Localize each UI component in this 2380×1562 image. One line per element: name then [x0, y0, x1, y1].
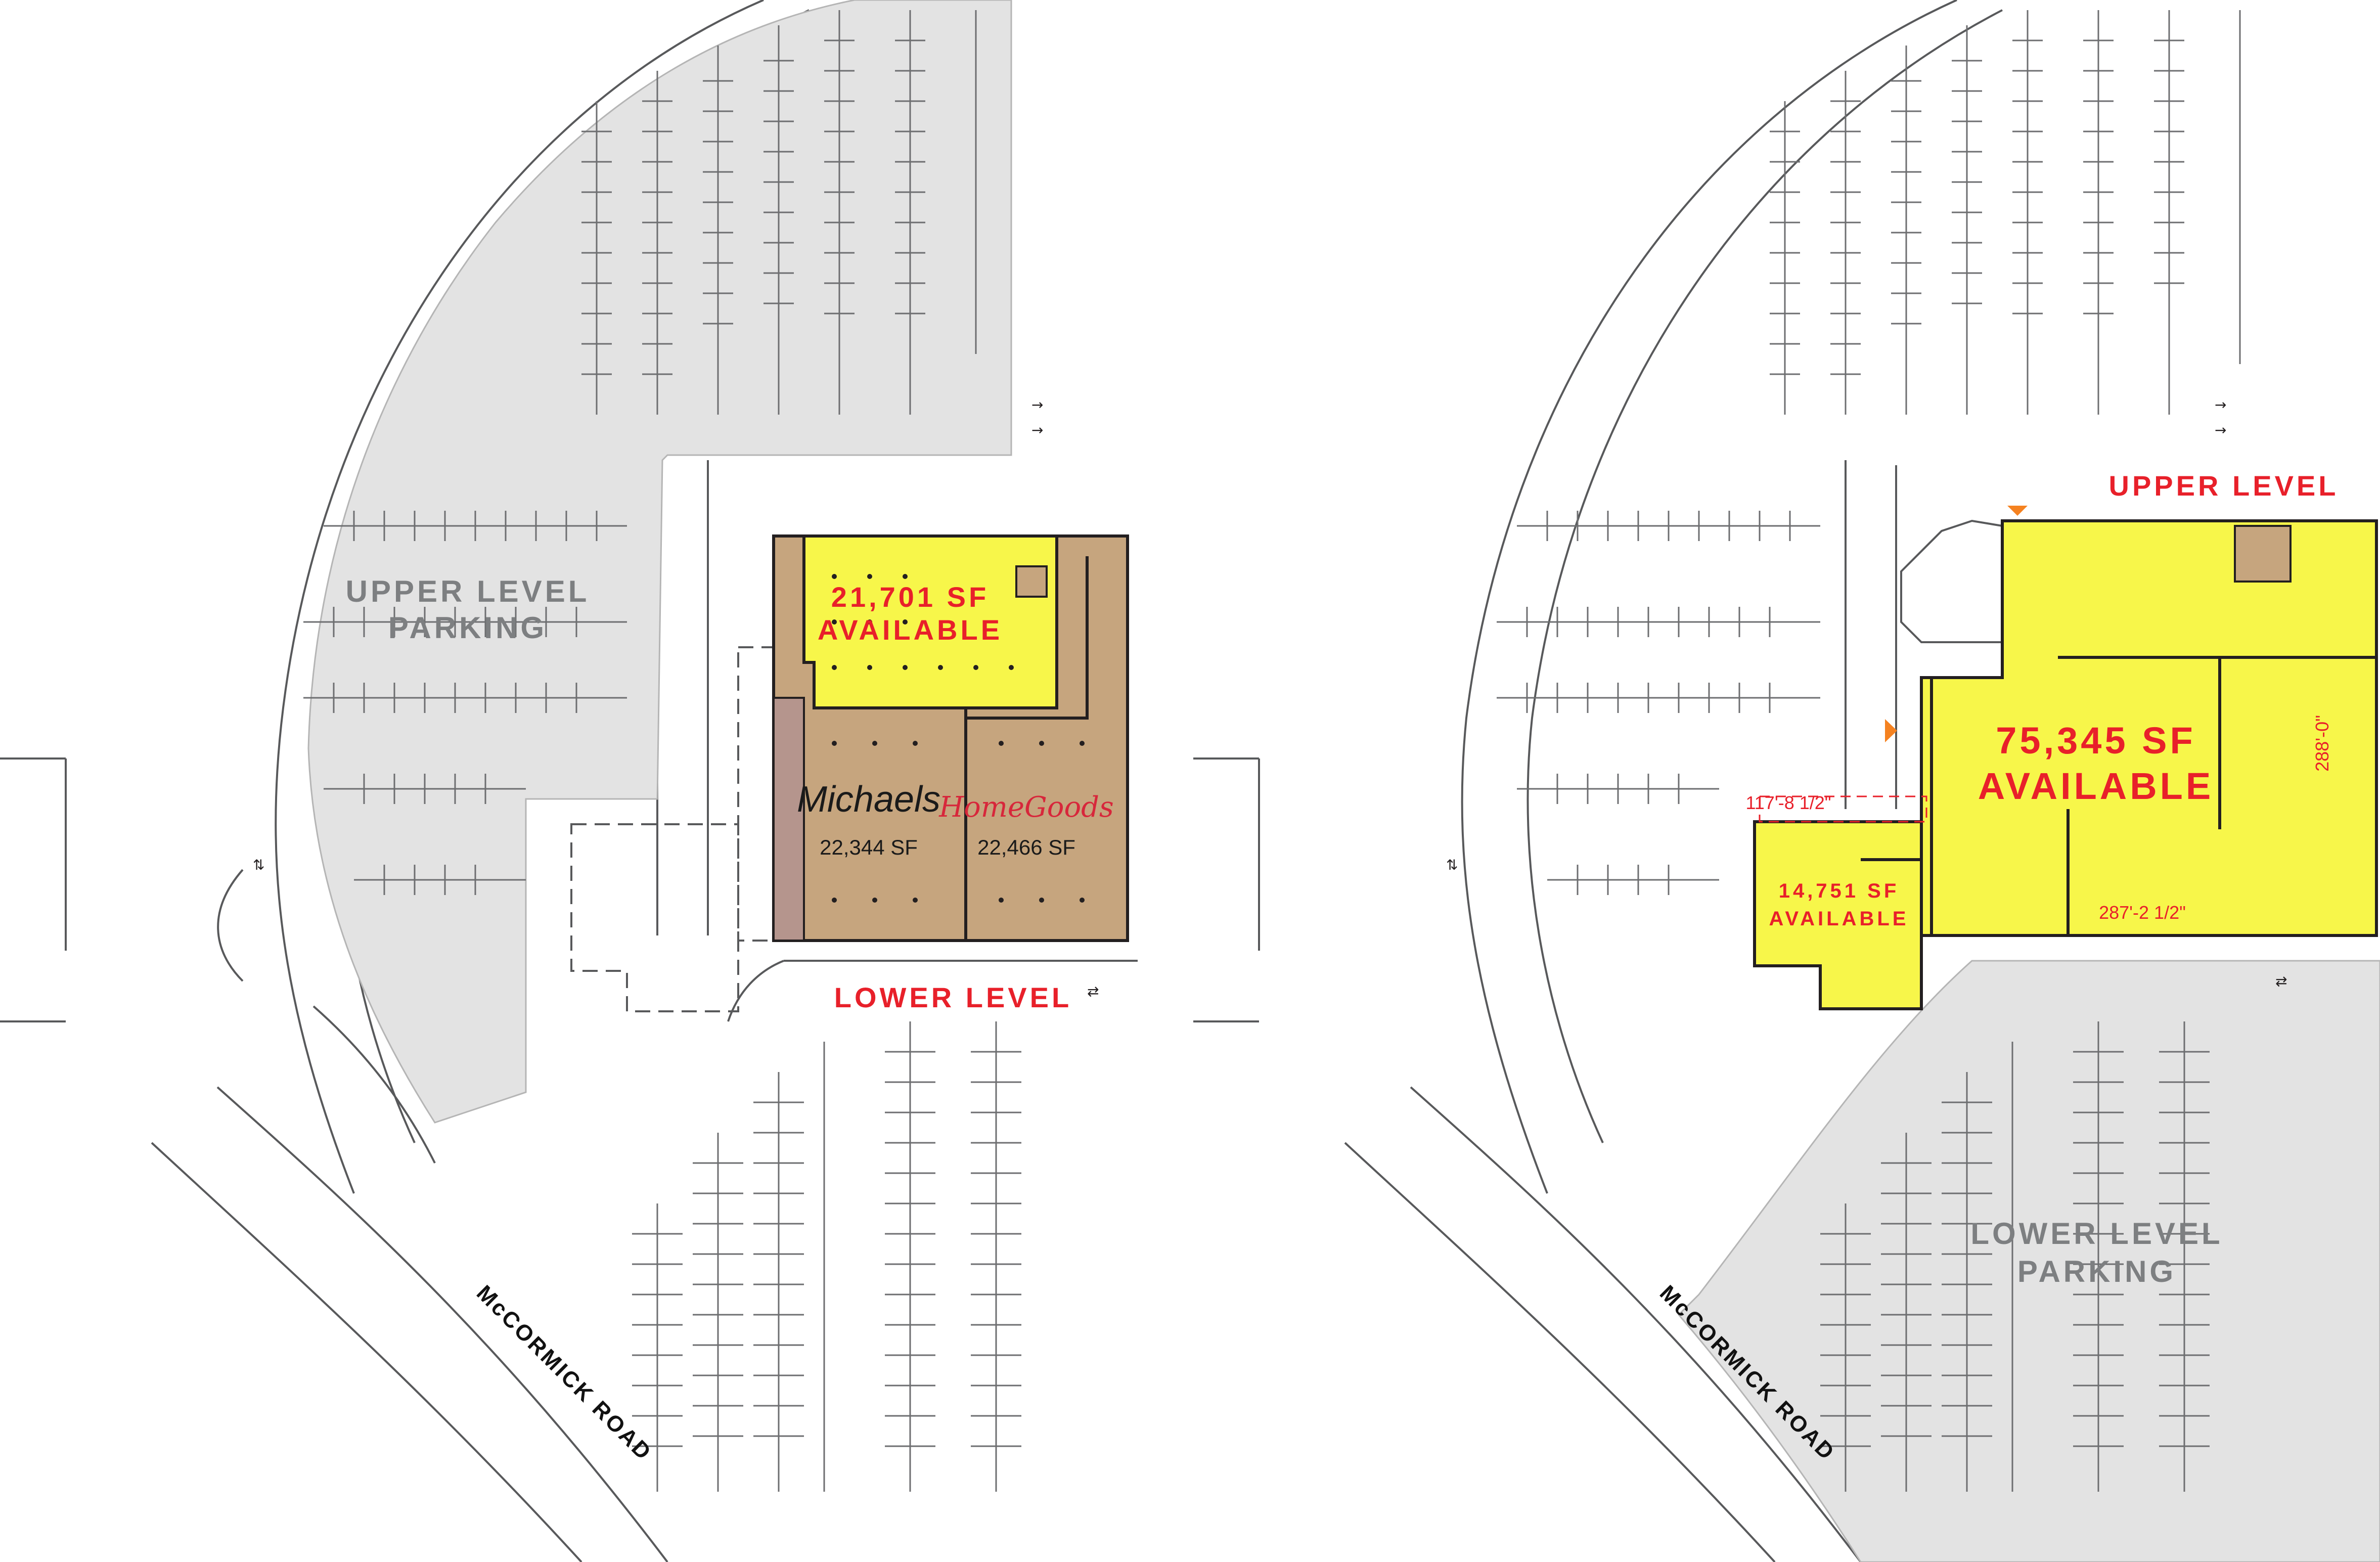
- right-secondary-available-sf: 14,751 SF: [1779, 880, 1900, 902]
- right-road-stub: [1193, 757, 1260, 1022]
- stall-row: [1784, 10, 2241, 415]
- stall-row: [596, 10, 977, 415]
- right-main-available-sf: 75,345 SF: [1996, 720, 2195, 762]
- right-main-available-word: AVAILABLE: [1978, 765, 2214, 807]
- left-upper-parking-area: [307, 0, 1012, 1124]
- right-lower-parking-label-line1: LOWER LEVEL: [1970, 1217, 2223, 1251]
- tenant-michaels-name: Michaels: [797, 779, 940, 820]
- right-lower-parking-area: [1677, 960, 2380, 1562]
- right-upper-stalls: [1497, 10, 2241, 895]
- left-available-sf-label: 21,701 SF: [831, 581, 989, 613]
- arrow-icon: →: [1031, 396, 1043, 413]
- right-access-road: [1845, 460, 1897, 809]
- stall-ticks: [1820, 1051, 2210, 1447]
- left-access-road: [656, 455, 709, 935]
- tenant-michaels-sf: 22,344 SF: [820, 835, 918, 859]
- left-columns: [832, 574, 1085, 903]
- right-dimension-top: 117'-8 1/2": [1745, 792, 1831, 813]
- right-context-building: [1900, 519, 2003, 643]
- left-dark-strip: [773, 697, 805, 942]
- left-mccormick-road: [151, 1086, 668, 1562]
- stall-ticks: [1770, 39, 2184, 375]
- stall-ticks: [632, 1051, 1021, 1447]
- right-dimension-side: 288'-0": [2312, 715, 2332, 772]
- right-mccormick-road: [1344, 1086, 1862, 1562]
- left-lower-stalls: [632, 960, 1138, 1492]
- right-curved-road-inner: [1526, 9, 2003, 1143]
- stall-row: [656, 1021, 997, 1492]
- tenant-homegoods-name: HomeGoods: [938, 791, 1114, 824]
- left-road-label: McCORMICK ROAD: [472, 1280, 657, 1465]
- left-road-stub: [0, 757, 67, 1022]
- left-core-stair: [1015, 565, 1048, 598]
- stall-ticks-west: [1526, 511, 1791, 895]
- left-upper-stalls: [303, 10, 977, 895]
- left-interior-walls: [964, 536, 1089, 941]
- arrow-icon: ⇅: [253, 857, 264, 873]
- right-interior-walls: [1861, 521, 2376, 935]
- stall-ticks-west: [333, 511, 598, 895]
- arrow-icon: →: [2215, 396, 2226, 413]
- left-upper-parking-label-line1: UPPER LEVEL: [346, 574, 590, 608]
- stall-row: [1845, 1021, 2185, 1492]
- right-plan: UPPER LEVEL 75,345 SF AVAILABLE 14,751 S…: [1193, 0, 2380, 1562]
- arrow-icon: →: [1031, 422, 1043, 438]
- arrow-icon: ⇄: [2275, 973, 2287, 990]
- entrance-marker-icon: [2007, 506, 2028, 516]
- right-lower-parking-label-line2: PARKING: [2017, 1255, 2176, 1288]
- right-dashed-dim-box: [1759, 795, 1927, 823]
- left-curved-road-outer: [275, 0, 764, 1194]
- left-lower-lot-edge: [727, 960, 1138, 1022]
- arrow-icon: ⇅: [1446, 857, 1458, 873]
- arrow-icon: ⇄: [1087, 983, 1099, 1000]
- right-dimension-bottom: 287'-2 1/2": [2099, 902, 2186, 923]
- right-lower-stalls: [1820, 1021, 2210, 1492]
- left-level-label: LOWER LEVEL: [834, 981, 1072, 1013]
- left-plan: UPPER LEVEL PARKING 21,701 SF AVAILABLE …: [0, 0, 1138, 1562]
- right-level-label: UPPER LEVEL: [2109, 470, 2339, 502]
- tenant-homegoods-sf: 22,466 SF: [977, 835, 1075, 859]
- arrow-icon: →: [2215, 422, 2226, 438]
- left-roundabout: [217, 869, 436, 1164]
- right-secondary-available-word: AVAILABLE: [1769, 908, 1909, 930]
- entrance-marker-icon: [1885, 719, 1897, 742]
- stall-ticks: [581, 39, 925, 375]
- left-upper-parking-label-line2: PARKING: [388, 611, 547, 645]
- left-available-word-label: AVAILABLE: [818, 614, 1003, 646]
- right-tan-room: [2234, 525, 2292, 583]
- right-curved-road-outer: [1461, 0, 1957, 1194]
- traffic-arrows: ⇅ → → ⇄ ⇅ → → ⇄: [253, 396, 2287, 1000]
